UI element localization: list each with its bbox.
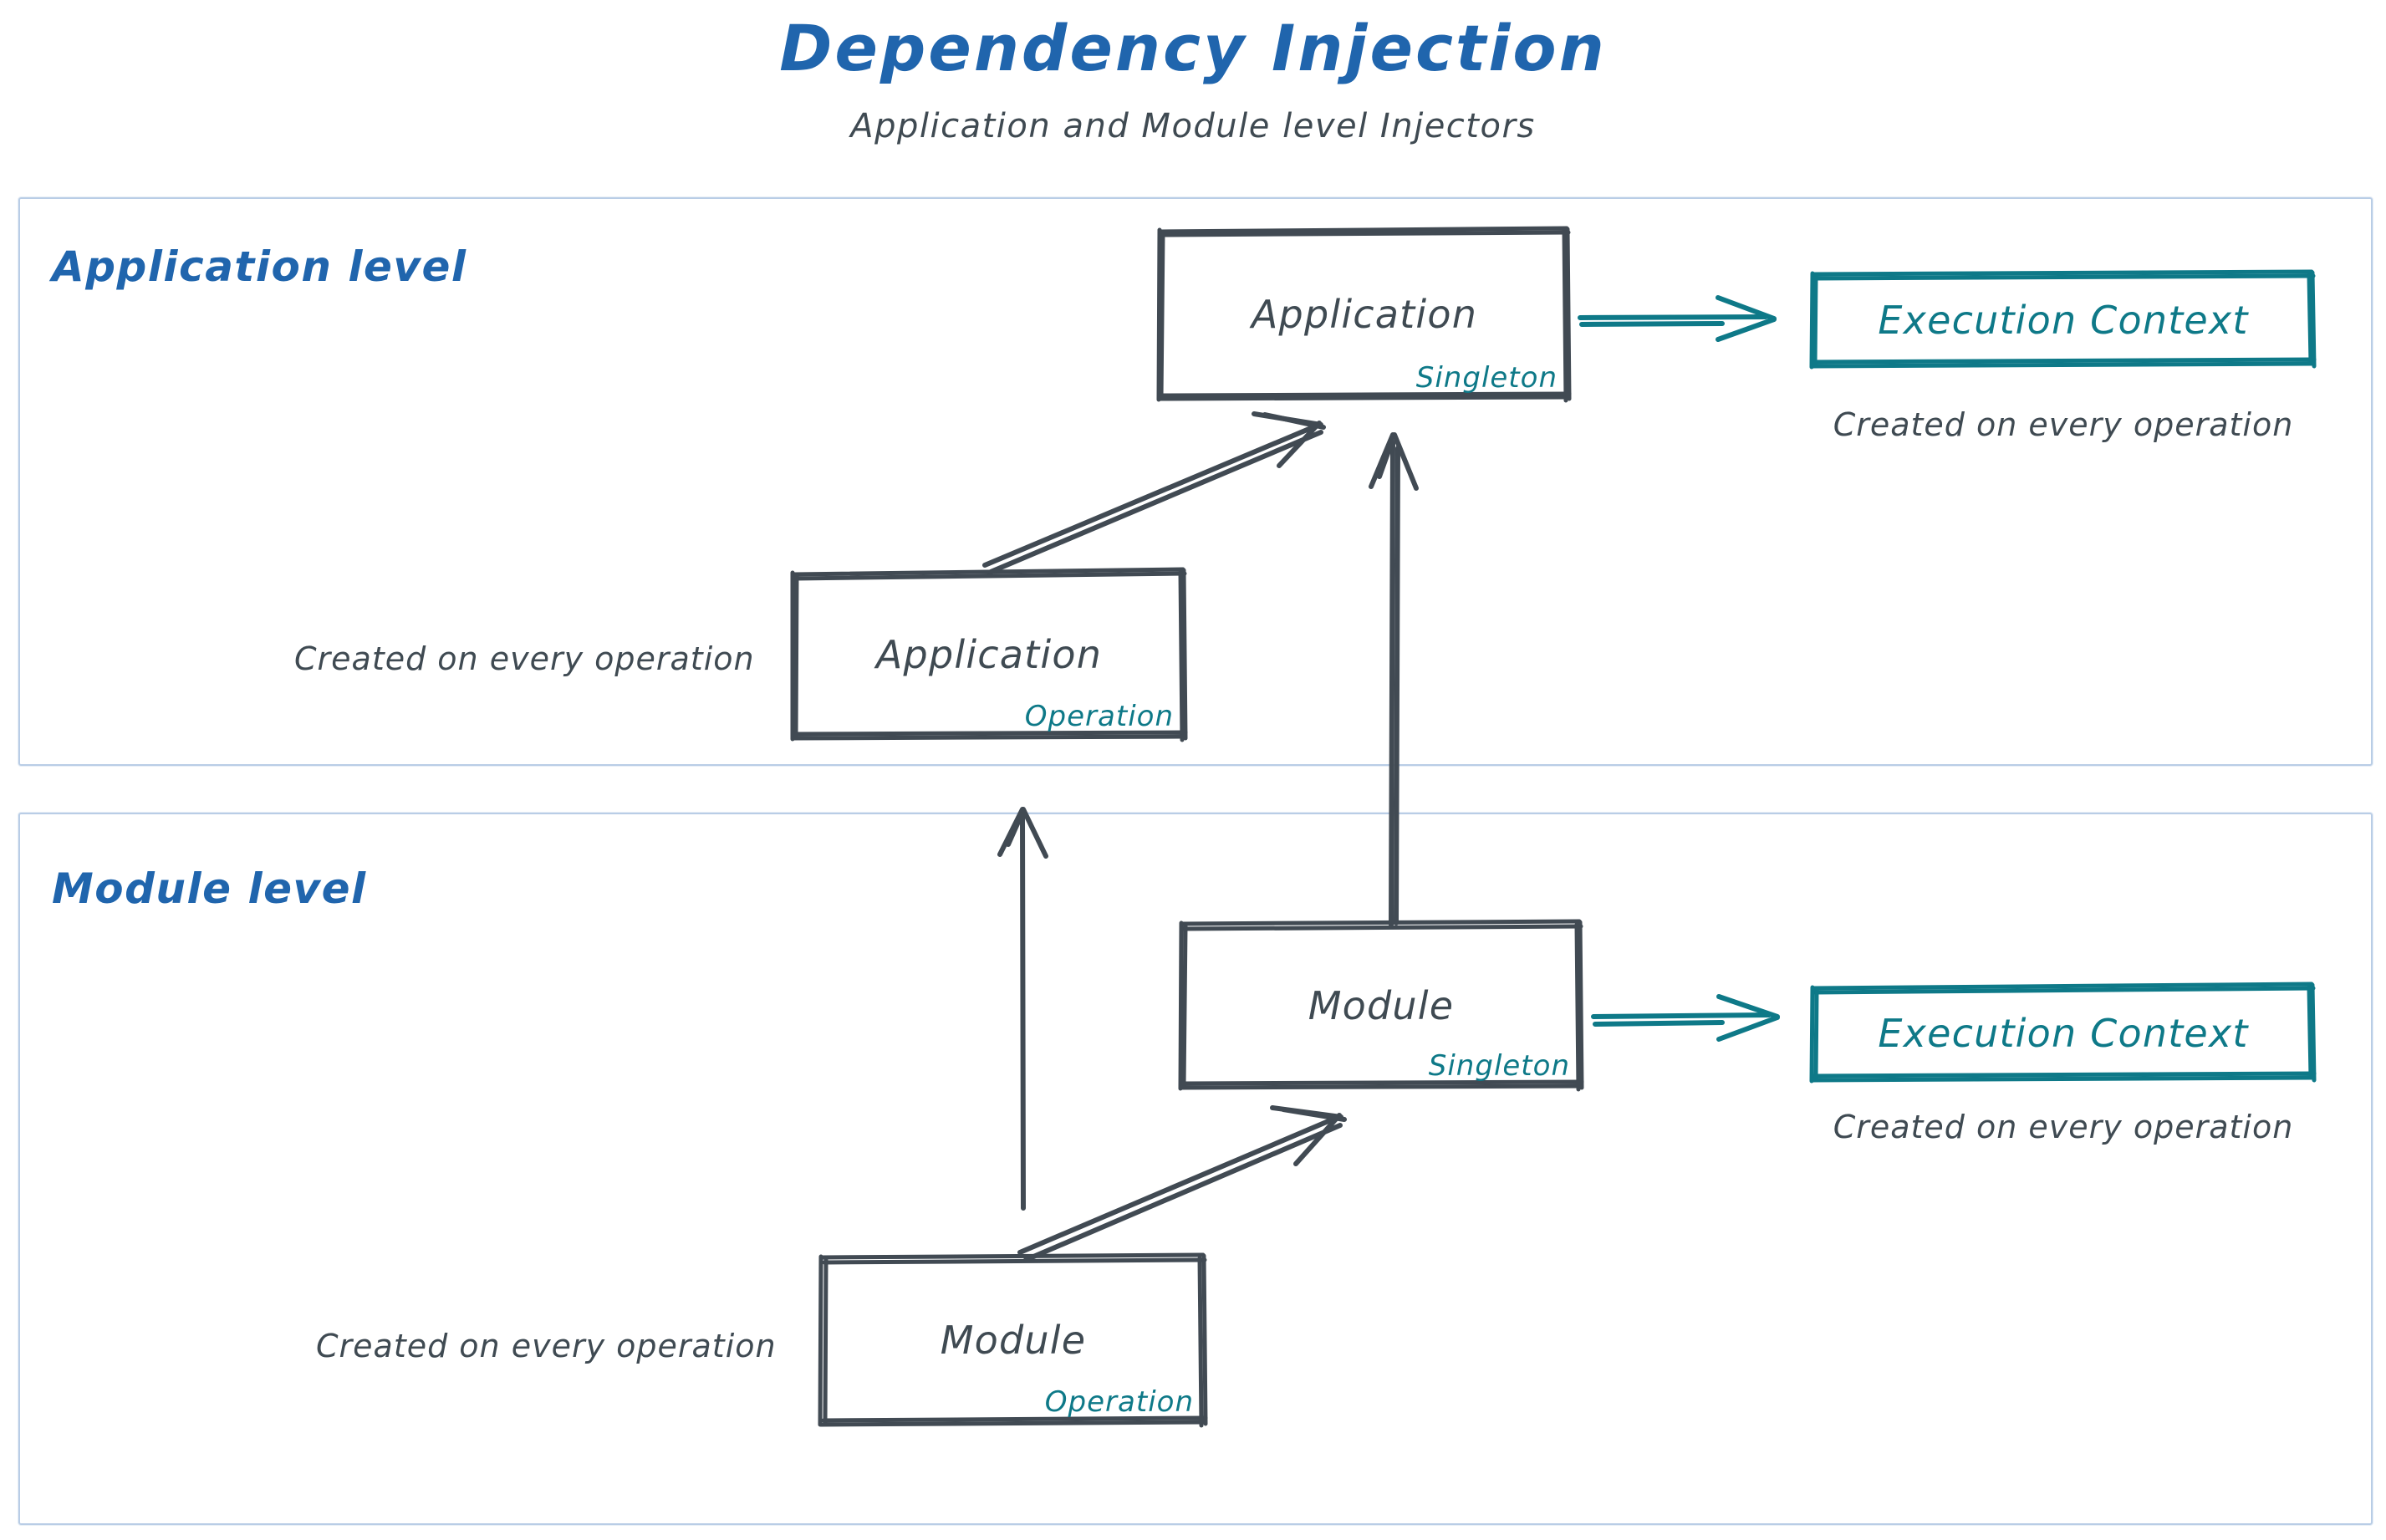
module-level-label: Module level — [52, 864, 367, 913]
application-context-caption: Created on every operation — [1833, 406, 2294, 443]
module-level-container — [18, 813, 2373, 1525]
module-singleton-outline — [1178, 919, 1584, 1092]
module-operation-scope: Operation — [1044, 1385, 1194, 1419]
application-level-label: Application level — [52, 242, 467, 291]
module-operation-node[interactable]: Module Operation — [818, 1252, 1208, 1428]
module-singleton-label: Module — [1308, 983, 1455, 1028]
application-level-container — [18, 197, 2373, 766]
application-singleton-scope: Singleton — [1415, 361, 1558, 395]
module-singleton-node[interactable]: Module Singleton — [1178, 919, 1584, 1092]
application-execution-context-node[interactable]: Execution Context — [1809, 269, 2317, 370]
page-subtitle: Application and Module level Injectors — [850, 107, 1536, 145]
application-execution-context-outline — [1809, 269, 2317, 370]
module-operation-caption: Created on every operation — [316, 1328, 777, 1364]
application-operation-caption: Created on every operation — [294, 640, 755, 677]
module-execution-context-node[interactable]: Execution Context — [1809, 982, 2317, 1084]
application-singleton-node[interactable]: Application Singleton — [1156, 226, 1572, 403]
application-operation-node[interactable]: Application Operation — [790, 567, 1188, 742]
page-title: Dependency Injection — [779, 11, 1607, 85]
module-singleton-scope: Singleton — [1428, 1049, 1570, 1083]
application-execution-context-label: Execution Context — [1878, 298, 2249, 343]
module-execution-context-label: Execution Context — [1878, 1011, 2249, 1056]
application-singleton-label: Application — [1251, 292, 1478, 337]
module-execution-context-outline — [1809, 982, 2317, 1084]
application-operation-scope: Operation — [1024, 700, 1174, 733]
module-operation-label: Module — [940, 1318, 1087, 1363]
module-context-caption: Created on every operation — [1833, 1109, 2294, 1145]
application-singleton-outline — [1156, 226, 1572, 403]
application-operation-label: Application — [875, 632, 1103, 677]
